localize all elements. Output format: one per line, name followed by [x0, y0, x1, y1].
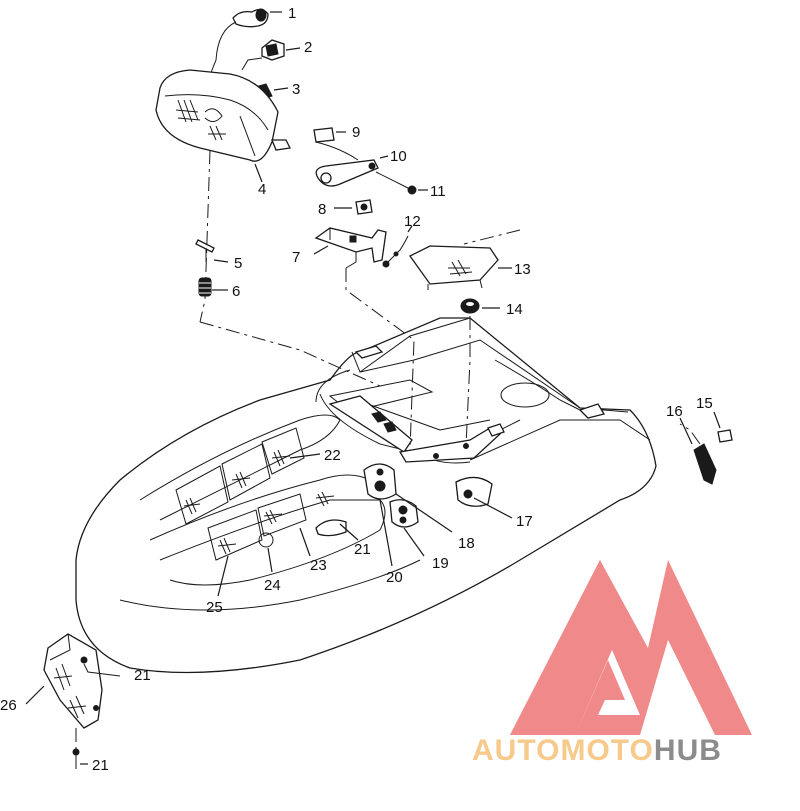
part-12-wire-clip [382, 225, 413, 268]
part-2-socket [261, 39, 301, 61]
brand-part-hub: HUB [654, 734, 722, 767]
callout-26: 26 [0, 697, 17, 714]
callout-12: 12 [404, 213, 421, 230]
part-11-bolt [375, 171, 428, 195]
callout-2: 2 [304, 39, 312, 56]
brand-part-auto: AUTO [472, 734, 560, 767]
callout-13: 13 [514, 261, 531, 278]
callout-14: 14 [506, 301, 523, 318]
callout-16: 16 [666, 403, 683, 420]
assembly-lines [199, 229, 701, 451]
callout-19: 19 [432, 555, 449, 572]
callout-3: 3 [292, 81, 300, 98]
callout-1: 1 [288, 5, 296, 22]
part-6-spring [198, 277, 228, 297]
part-8-nut [334, 199, 373, 215]
callout-labels: 1 2 3 4 5 6 7 8 9 10 11 12 13 14 15 16 1… [0, 5, 713, 774]
hood-body [75, 317, 657, 674]
callout-21-bumper: 21 [134, 667, 151, 684]
brand-name: AUTOMOTOHUB [472, 734, 722, 767]
callout-17: 17 [516, 513, 533, 530]
callout-7: 7 [292, 249, 300, 266]
part-15-screw [713, 411, 733, 443]
callout-11: 11 [430, 183, 446, 200]
callout-10: 10 [390, 148, 407, 165]
part-7-mount-bracket [313, 227, 387, 269]
callout-22: 22 [324, 447, 341, 464]
part-14-grommet [460, 298, 500, 314]
callout-6: 6 [232, 283, 240, 300]
callout-24: 24 [264, 577, 281, 594]
callout-9: 9 [352, 124, 360, 141]
callout-20: 20 [386, 569, 403, 586]
part-1-bulb [232, 8, 282, 28]
hood-vents [175, 427, 335, 561]
callout-23: 23 [310, 557, 327, 574]
callout-8: 8 [318, 201, 326, 218]
headlight-assembly [155, 8, 301, 323]
part-13-cover-panel [409, 245, 512, 290]
callout-21-bottom: 21 [92, 757, 109, 774]
callout-15: 15 [696, 395, 713, 412]
callout-25: 25 [206, 599, 223, 616]
brand-part-moto: MOTO [560, 734, 653, 767]
part-10-bracket-arm [315, 141, 389, 187]
logo-g-shape [575, 650, 640, 735]
callout-4: 4 [258, 181, 266, 198]
part-9-plate [313, 127, 346, 143]
callout-21-hood: 21 [354, 541, 371, 558]
part-5-screw [195, 239, 229, 263]
part-4-headlight-housing [155, 69, 291, 183]
part-26-bumper [25, 633, 121, 772]
bracket-hardware [313, 127, 512, 314]
part-16-handle [679, 417, 717, 485]
callout-18: 18 [458, 535, 475, 552]
watermark-logo: AUTOMOTOHUB [472, 560, 752, 767]
callout-5: 5 [234, 255, 242, 272]
logo-triangle-left [510, 560, 640, 735]
leader-lines [217, 453, 513, 597]
